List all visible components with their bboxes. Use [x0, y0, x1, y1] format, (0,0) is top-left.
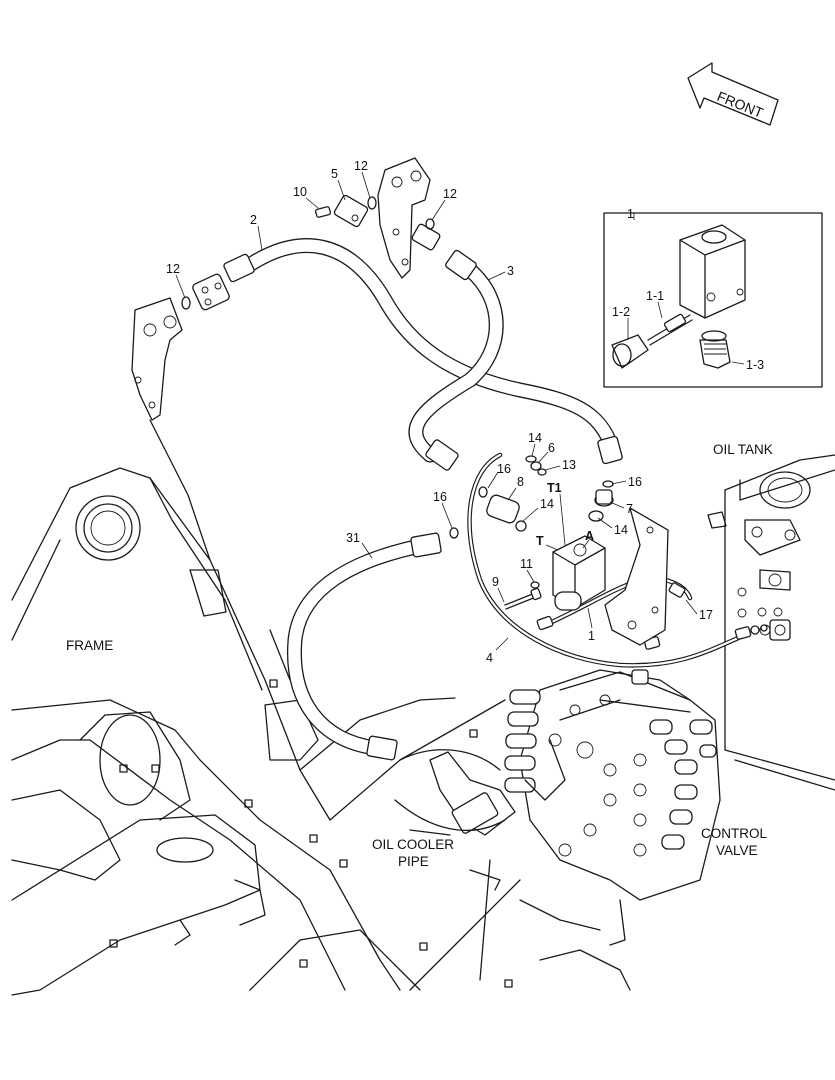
callout-8: 8	[517, 475, 524, 489]
bracket-right	[604, 507, 669, 646]
callout-13: 13	[562, 458, 576, 472]
callout-14b: 14	[614, 523, 628, 537]
callouts: 2 3 5 10 12 12 12 14 6 13 16 8 1	[166, 159, 713, 665]
flange-left	[181, 273, 230, 311]
bolts-9-11	[504, 581, 542, 610]
hose-31	[286, 532, 442, 761]
callout-12b: 12	[443, 187, 457, 201]
pipe-label: PIPE	[398, 854, 429, 869]
fitting-8	[449, 486, 527, 539]
inset-part-1-3: 1-3	[746, 358, 764, 372]
callout-1: 1	[588, 629, 595, 643]
oil-tank	[707, 454, 835, 791]
frame-structure	[11, 467, 521, 996]
callout-11: 11	[520, 557, 533, 571]
callout-3: 3	[507, 264, 514, 278]
callout-10: 10	[293, 185, 307, 199]
callout-2: 2	[250, 213, 257, 227]
callout-17: 17	[699, 608, 713, 622]
inset-part-1-2: 1-2	[612, 305, 630, 319]
frame-label: FRAME	[66, 638, 113, 653]
check-valve-1	[552, 489, 614, 611]
oil-cooler-label: OIL COOLER	[372, 837, 454, 852]
inset-part-1: 1 1-1 1-2 1-3	[603, 207, 823, 388]
oil-cooler-pipe-elbow	[394, 749, 516, 836]
bracket-left	[131, 297, 211, 561]
callout-12a: 12	[354, 159, 368, 173]
control-label: CONTROL	[701, 826, 767, 841]
hose-3	[408, 249, 504, 471]
oil-tank-label: OIL TANK	[713, 442, 773, 457]
port-label-t: T	[536, 534, 544, 548]
hose-2	[223, 238, 623, 465]
valve-spools	[504, 689, 717, 857]
callout-16c: 16	[628, 475, 642, 489]
inset-number: 1	[627, 207, 634, 221]
callout-6: 6	[548, 441, 555, 455]
callout-5: 5	[331, 167, 338, 181]
valve-label: VALVE	[716, 843, 758, 858]
callout-16a: 16	[497, 462, 511, 476]
callout-9: 9	[492, 575, 499, 589]
port-label-t1: T1	[547, 481, 562, 495]
callout-4: 4	[486, 651, 493, 665]
bracket-top	[377, 157, 431, 279]
tube-4	[467, 452, 768, 668]
callout-15: 14	[528, 431, 542, 445]
callout-7: 7	[626, 502, 633, 516]
callout-12c: 12	[166, 262, 180, 276]
callout-14a: 14	[540, 497, 554, 511]
control-valve	[469, 669, 721, 991]
front-arrow: FRONT	[687, 62, 779, 126]
callout-31: 31	[346, 531, 360, 545]
port-label-a: A	[585, 529, 594, 543]
inset-part-1-1: 1-1	[646, 289, 664, 303]
callout-16b: 16	[433, 490, 447, 504]
flange-top	[315, 194, 441, 251]
